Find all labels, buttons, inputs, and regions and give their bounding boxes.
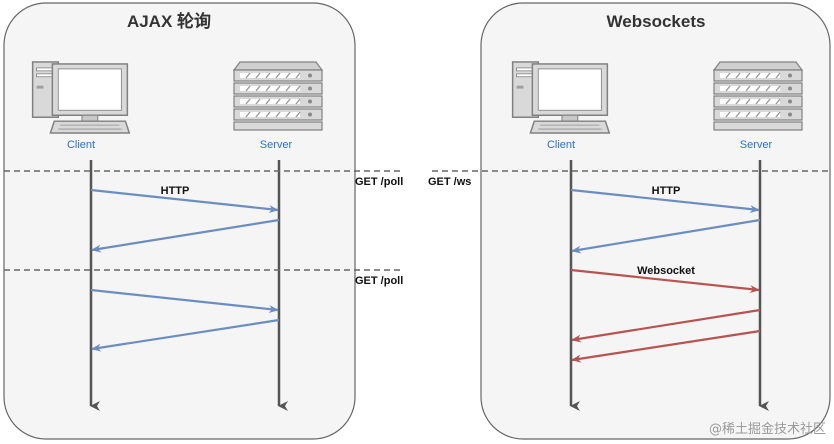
request-separators: GET /poll GET /poll GET /ws: [4, 170, 830, 287]
ajax-client-label: Client: [67, 139, 95, 151]
watermark-text: @稀土掘金技术社区: [709, 421, 826, 437]
ajax-panel: AJAX 轮询 Client Server HTTP: [3, 2, 356, 440]
websockets-panel: Websockets Client Server HTTP Websocket: [480, 2, 831, 440]
ajax-server-node: Server: [233, 61, 323, 151]
ws-http-response-arrow: [571, 218, 761, 254]
ajax-http-response-arrow-1: [91, 218, 280, 253]
get-poll-label-2: GET /poll: [355, 275, 403, 287]
ws-client-node: Client: [511, 61, 610, 151]
ajax-client-node: Client: [31, 61, 130, 151]
get-poll-label-1: GET /poll: [355, 176, 403, 188]
ws-http-request-arrow: [570, 188, 760, 214]
ws-client-label: Client: [547, 139, 575, 151]
ws-server-node: Server: [713, 61, 803, 151]
ws-frame-client-to-server-arrow: [570, 268, 760, 294]
websockets-panel-title: Websockets: [607, 12, 706, 31]
websocket-label: Websocket: [637, 265, 695, 277]
ajax-panel-title: AJAX 轮询: [127, 11, 211, 31]
ajax-server-label: Server: [260, 139, 293, 151]
ws-http-label: HTTP: [652, 185, 681, 197]
ajax-http-request-arrow-1: [90, 188, 279, 214]
ajax-http-label: HTTP: [161, 185, 190, 197]
server-rack-icon: [233, 61, 323, 131]
ajax-http-response-arrow-2: [91, 318, 280, 352]
ajax-http-request-arrow-2: [90, 288, 279, 314]
get-ws-label: GET /ws: [428, 176, 471, 188]
ws-server-label: Server: [740, 139, 773, 151]
ws-frame-server-to-client-arrow-1: [571, 308, 761, 343]
ws-frame-server-to-client-arrow-2: [571, 329, 761, 363]
server-rack-icon: [713, 61, 803, 131]
